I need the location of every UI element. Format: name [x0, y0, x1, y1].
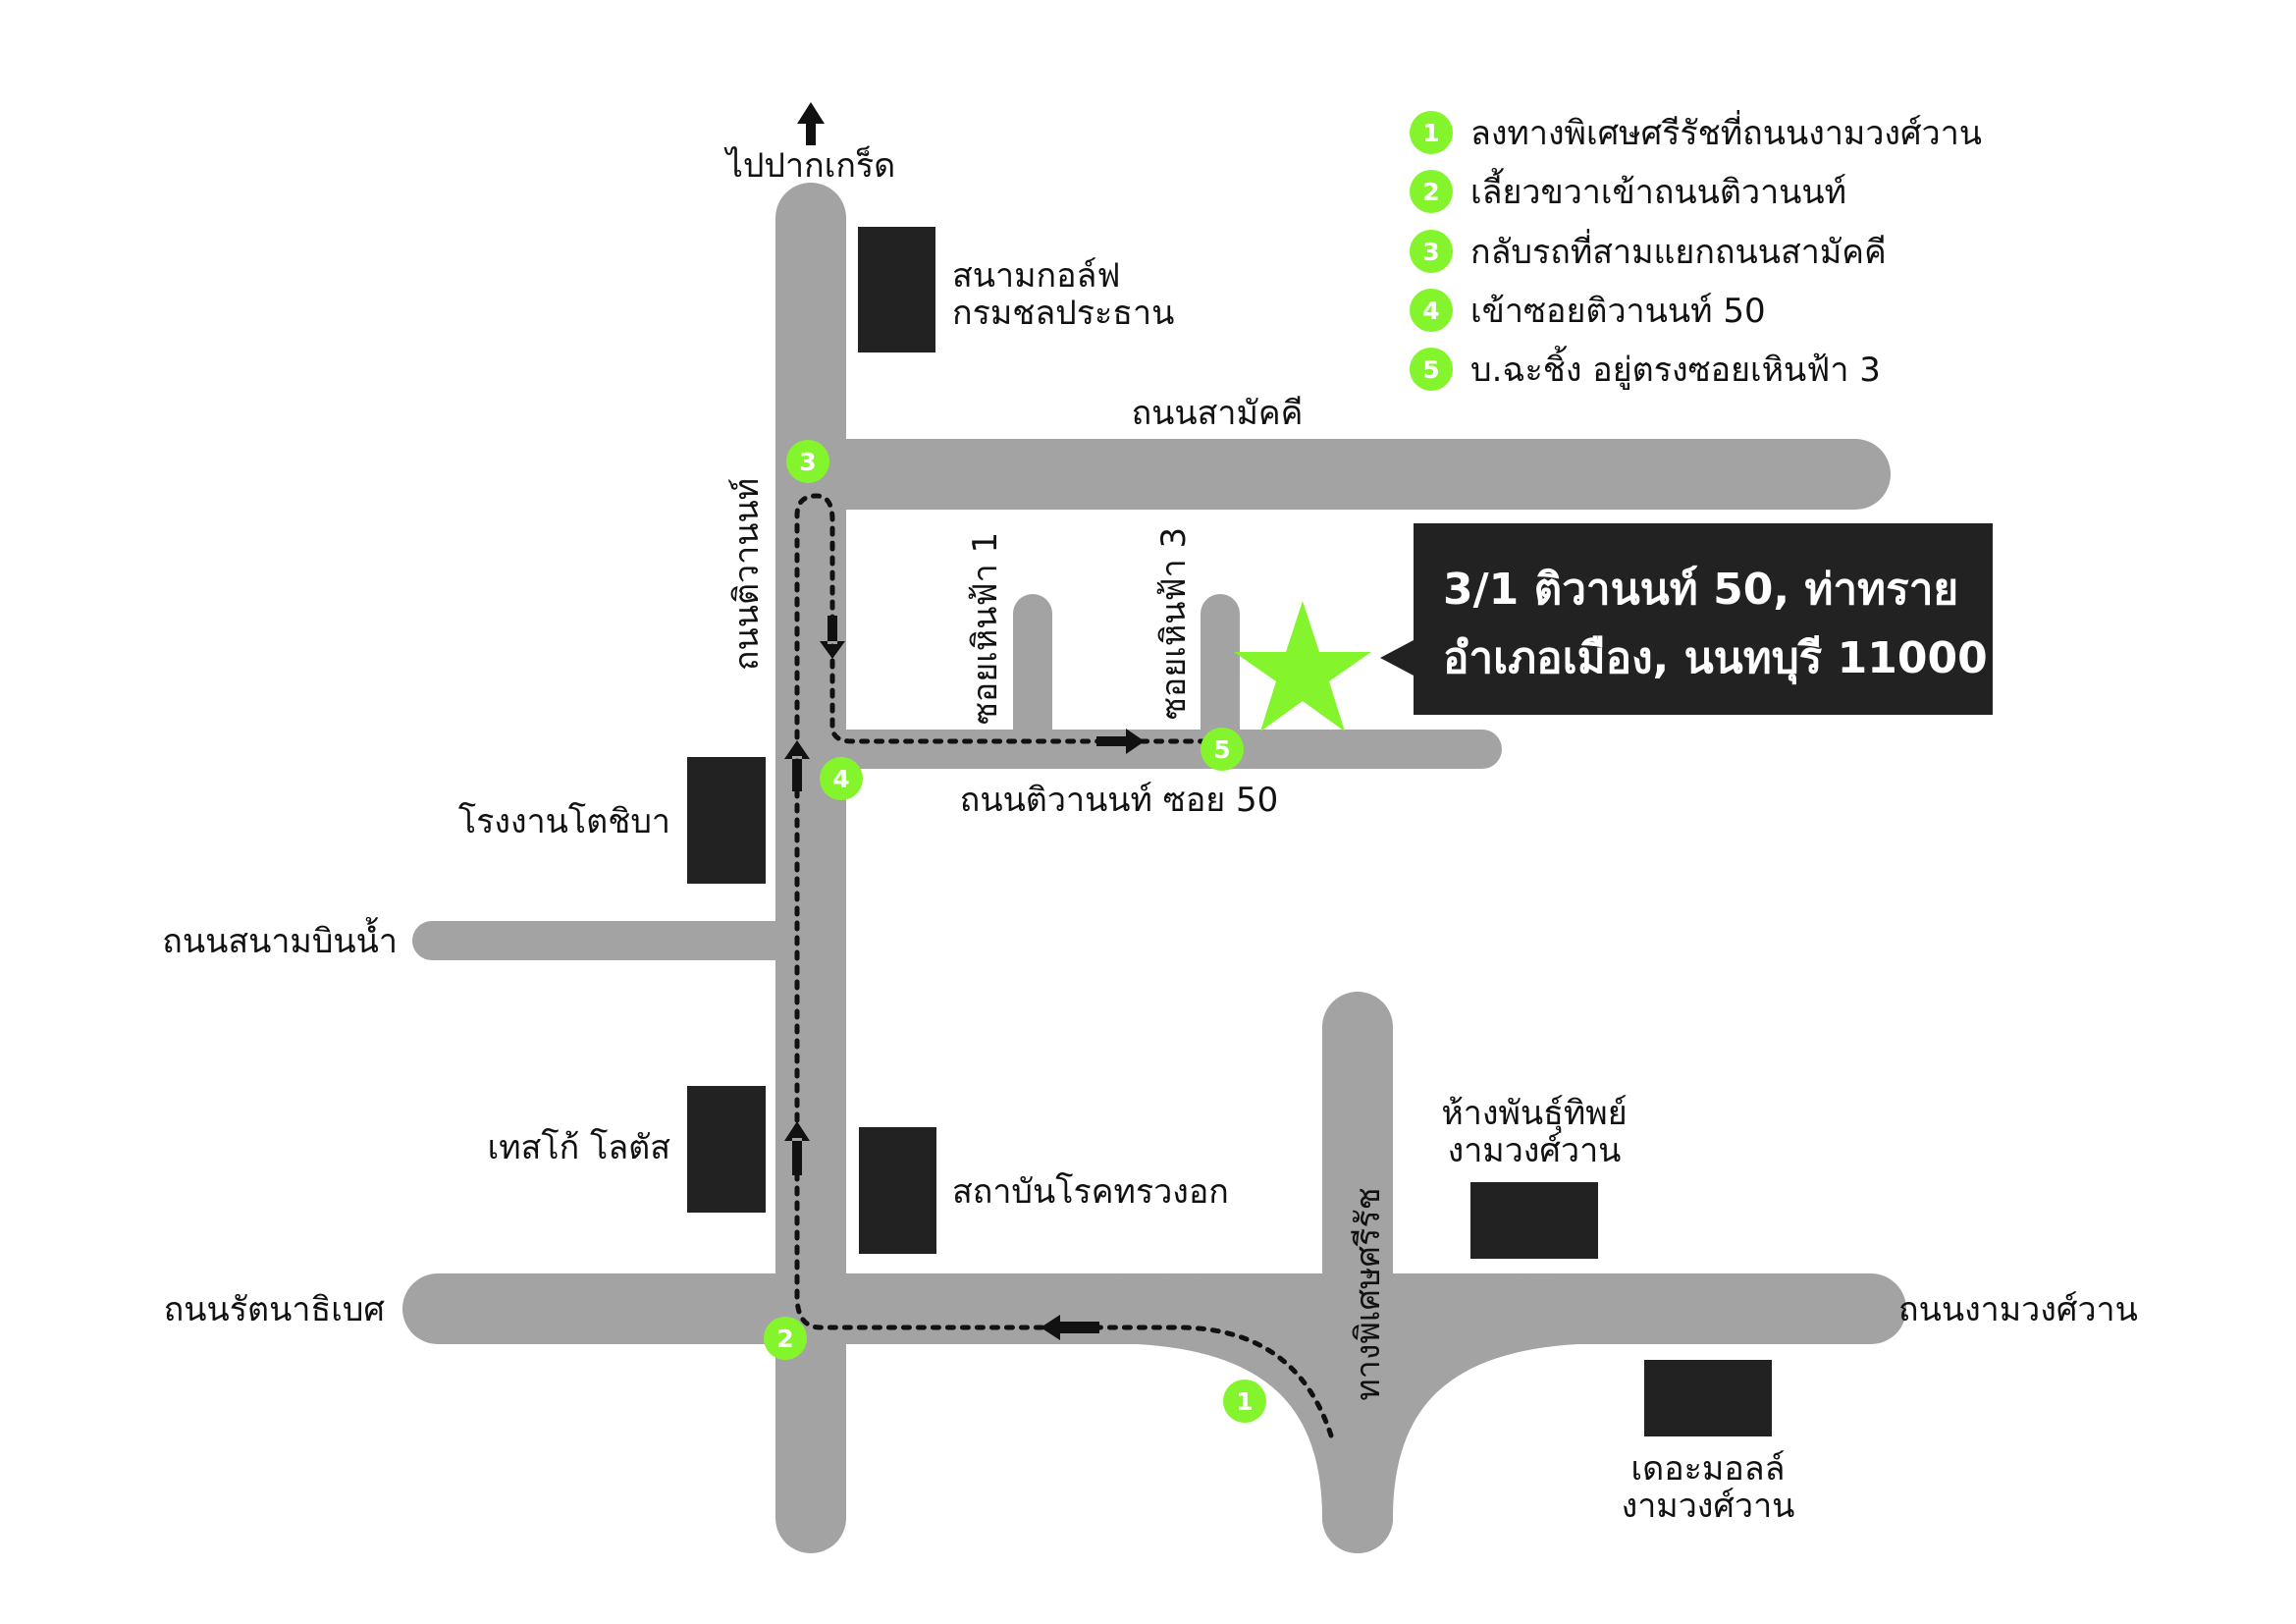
landmark-label-pantip-1: ห้างพันธุ์ทิพย์ — [1441, 1094, 1627, 1133]
landmark-label-mall-2: งามวงศ์วาน — [1622, 1487, 1795, 1526]
svg-text:3: 3 — [1422, 238, 1439, 266]
road-label-tiwanon: ถนนติวานนท์ — [727, 478, 767, 671]
road-label-tiwanon-soi50: ถนนติวานนท์ ซอย 50 — [960, 781, 1279, 820]
legend-item-text: บ.ฉะชิ้ง อยู่ตรงซอยเหินฟ้า 3 — [1470, 346, 1881, 390]
route-arrow-icon — [1096, 729, 1145, 754]
building-toshiba — [687, 757, 766, 884]
route-arrow-icon — [820, 616, 845, 659]
legend-item: 4 เข้าซอยติวานนท์ 50 — [1410, 289, 1766, 332]
road-label-samakkhi: ถนนสามัคคี — [1132, 394, 1304, 433]
legend: 1 ลงทางพิเศษศรีรัชที่ถนนงามวงศ์วาน 2 เลี… — [1410, 110, 1982, 391]
route-arrow-icon — [1041, 1315, 1099, 1340]
building-pantip — [1470, 1182, 1598, 1259]
building-the-mall — [1644, 1360, 1772, 1436]
road-label-sanam-bin-nam: ถนนสนามบินน้ำ — [162, 917, 398, 961]
building-tesco — [687, 1086, 766, 1213]
landmark-label-chest-institute: สถาบันโรคทรวงอก — [952, 1172, 1229, 1212]
route-arrow-icon — [784, 1121, 810, 1175]
road-label-rattanathibet: ถนนรัตนาธิเบศ — [164, 1290, 386, 1329]
north-label: ไปปากเกร็ด — [723, 145, 896, 186]
legend-item: 1 ลงทางพิเศษศรีรัชที่ถนนงามวงศ์วาน — [1410, 110, 1982, 154]
svg-text:2: 2 — [1422, 178, 1439, 206]
marker-3: 3 — [786, 440, 829, 483]
svg-text:4: 4 — [832, 765, 849, 793]
road-label-soi-hern-fa-1: ซอยเหินฟ้า 1 — [966, 532, 1005, 725]
landmark-label-golf-1: สนามกอล์ฟ — [952, 256, 1120, 296]
building-chest-institute — [859, 1127, 936, 1254]
legend-item: 3 กลับรถที่สามแยกถนนสามัคคี — [1410, 229, 1887, 273]
road-label-ngamwongwan: ถนนงามวงศ์วาน — [1898, 1290, 2138, 1329]
expressway-ramp-right — [1322, 1273, 1612, 1553]
marker-5: 5 — [1201, 728, 1244, 771]
route-arrow-icon — [784, 740, 810, 791]
landmark-label-pantip-2: งามวงศ์วาน — [1448, 1131, 1622, 1170]
svg-text:1: 1 — [1236, 1387, 1253, 1416]
svg-text:3: 3 — [799, 448, 816, 476]
landmark-label-golf-2: กรมชลประธาน — [952, 294, 1174, 333]
svg-text:5: 5 — [1422, 355, 1439, 384]
legend-item-text: ลงทางพิเศษศรีรัชที่ถนนงามวงศ์วาน — [1470, 110, 1982, 153]
legend-item-text: กลับรถที่สามแยกถนนสามัคคี — [1470, 229, 1887, 272]
landmark-label-tesco: เทสโก้ โลตัส — [488, 1128, 671, 1167]
address-line1: 3/1 ติวานนท์ 50, ท่าทราย — [1443, 565, 1958, 615]
legend-item: 5 บ.ฉะชิ้ง อยู่ตรงซอยเหินฟ้า 3 — [1410, 346, 1881, 391]
marker-1: 1 — [1223, 1380, 1266, 1423]
address-box: 3/1 ติวานนท์ 50, ท่าทราย อำเภอเมือง, นนท… — [1380, 523, 1993, 715]
svg-text:4: 4 — [1422, 297, 1439, 325]
star-icon — [1234, 601, 1371, 731]
legend-item-text: เลี้ยวขวาเข้าถนนติวานนท์ — [1470, 168, 1846, 212]
landmark-label-toshiba: โรงงานโตชิบา — [458, 802, 670, 841]
marker-4: 4 — [820, 757, 863, 800]
road-label-sri-rat-expressway: ทางพิเศษศรีรัช — [1349, 1187, 1388, 1400]
marker-2: 2 — [764, 1317, 807, 1360]
route-path — [794, 493, 1334, 1438]
road-label-soi-hern-fa-3: ซอยเหินฟ้า 3 — [1154, 527, 1194, 720]
legend-item-text: เข้าซอยติวานนท์ 50 — [1470, 292, 1766, 331]
svg-text:5: 5 — [1213, 735, 1230, 764]
legend-item: 2 เลี้ยวขวาเข้าถนนติวานนท์ — [1410, 168, 1846, 213]
address-line2: อำเภอเมือง, นนทบุรี 11000 — [1443, 633, 1988, 685]
svg-text:1: 1 — [1422, 119, 1439, 147]
svg-text:2: 2 — [776, 1325, 793, 1353]
arrow-up-icon — [797, 102, 825, 145]
building-golf-course — [858, 227, 935, 352]
landmark-label-mall-1: เดอะมอลล์ — [1631, 1449, 1786, 1489]
